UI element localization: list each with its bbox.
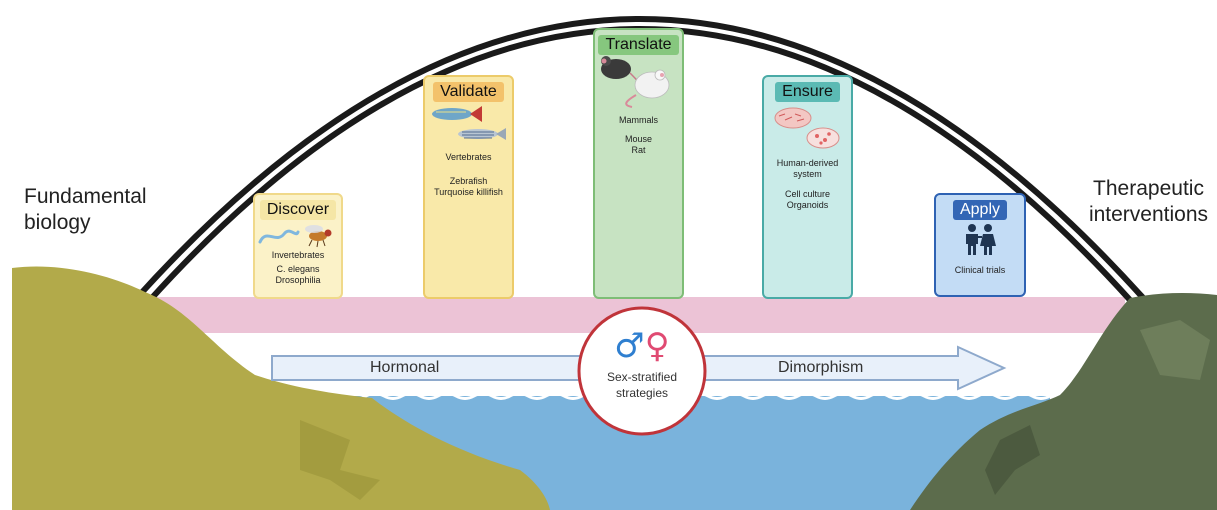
stage-card-validate: Validate Vertebrates Zebrafish Turquoise… — [423, 75, 514, 299]
center-text-line-1: Sex-stratified — [578, 369, 706, 385]
stage-title-translate: Translate — [598, 35, 678, 55]
stage-example-validate-1: Zebrafish — [425, 176, 512, 187]
stage-example-ensure-2: Organoids — [764, 200, 851, 211]
right-label-line-1: Therapeutic — [1080, 176, 1217, 202]
stage-title-apply: Apply — [953, 200, 1007, 220]
stage-title-validate: Validate — [433, 82, 504, 102]
invertebrate-art — [256, 220, 340, 250]
stage-example-ensure-1: Cell culture — [764, 189, 851, 200]
organoid-dish-icon — [807, 128, 839, 148]
stage-category-ensure: Human-derived system — [764, 158, 851, 180]
stage-example-translate-1: Mouse — [595, 134, 682, 145]
stage-category-translate: Mammals — [595, 115, 682, 126]
stage-example-validate-2: Turquoise killifish — [425, 187, 512, 198]
killifish-icon — [432, 106, 482, 122]
female-symbol-icon: ♀ — [645, 326, 670, 366]
stage-card-ensure: Ensure Human-derived system Cell culture… — [762, 75, 853, 299]
arrow-left-text: Hormonal — [370, 359, 439, 377]
male-symbol-icon: ♂ — [614, 326, 644, 366]
right-label: Therapeutic interventions — [1080, 176, 1217, 228]
vertebrate-art — [426, 102, 512, 148]
fruit-fly-icon — [305, 225, 332, 247]
stage-category-apply: Clinical trials — [936, 265, 1024, 276]
stage-card-translate: Translate Mammals Mouse Rat — [593, 28, 684, 299]
stage-title-discover: Discover — [260, 200, 336, 220]
stage-example-discover-2: Drosophilia — [255, 275, 341, 286]
stage-example-discover-1: C. elegans — [255, 264, 341, 275]
people-icon — [960, 223, 1000, 257]
stage-title-ensure: Ensure — [775, 82, 840, 102]
center-text-line-2: strategies — [578, 385, 706, 401]
stage-card-discover: Discover Invertebrates C. elegans Drosop… — [253, 193, 343, 299]
cell-culture-dish-icon — [775, 108, 811, 128]
mammal-art — [596, 55, 682, 111]
right-label-line-2: interventions — [1080, 202, 1217, 228]
stage-category-discover: Invertebrates — [255, 250, 341, 261]
left-label-line-1: Fundamental — [24, 184, 147, 210]
stage-card-apply: Apply Clinical trials — [934, 193, 1026, 297]
center-text: Sex-stratified strategies — [578, 369, 706, 401]
sex-symbols: ♂♀ — [602, 327, 682, 365]
arrow-right-text: Dimorphism — [778, 359, 863, 377]
human-derived-art — [765, 102, 851, 154]
worm-icon — [260, 231, 298, 242]
left-label-line-2: biology — [24, 210, 147, 236]
left-label: Fundamental biology — [24, 184, 147, 236]
stage-category-validate: Vertebrates — [425, 152, 512, 163]
stage-example-translate-2: Rat — [595, 145, 682, 156]
zebrafish-icon — [458, 128, 506, 140]
